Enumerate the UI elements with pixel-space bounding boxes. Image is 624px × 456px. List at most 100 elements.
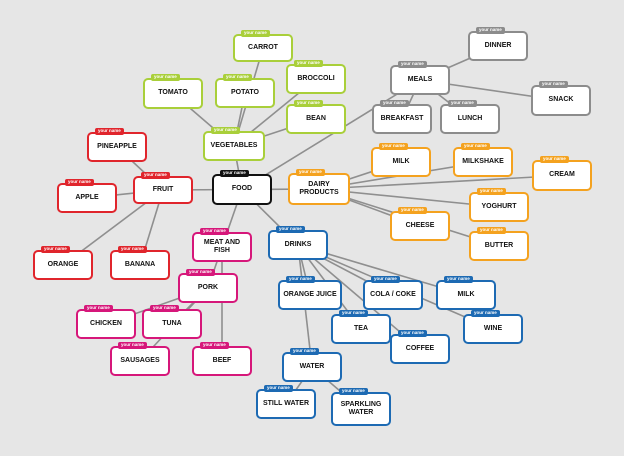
node-snack[interactable]: your name SNACK xyxy=(531,81,591,116)
name-tag: your name xyxy=(476,27,505,34)
node-water[interactable]: your name WATER xyxy=(282,348,342,382)
node-breakfast[interactable]: your name BREAKFAST xyxy=(372,100,432,134)
node-label: LUNCH xyxy=(457,114,483,122)
node-cream[interactable]: your name CREAM xyxy=(532,156,592,191)
node-label: TOMATO xyxy=(158,89,188,97)
name-tag: your name xyxy=(186,269,215,276)
node-coffee[interactable]: your name COFFEE xyxy=(390,330,450,364)
node-meals[interactable]: your name MEALS xyxy=(390,61,450,95)
node-label: WATER xyxy=(299,362,325,370)
node-broccoli[interactable]: your name BROCCOLI xyxy=(286,60,346,94)
node-tuna[interactable]: your name TUNA xyxy=(142,305,202,339)
node-label: WINE xyxy=(483,324,503,332)
node-label: CHICKEN xyxy=(90,319,122,327)
name-tag: your name xyxy=(398,330,427,337)
name-tag: your name xyxy=(539,81,568,88)
name-tag: your name xyxy=(296,169,325,176)
node-label: MILKSHAKE xyxy=(462,157,504,165)
node-sausages[interactable]: your name SAUSAGES xyxy=(110,342,170,376)
node-drinks[interactable]: your name DRINKS xyxy=(268,226,328,260)
node-label: COLA / COKE xyxy=(370,290,416,298)
name-tag: your name xyxy=(211,127,240,134)
node-pork[interactable]: your name PORK xyxy=(178,269,238,303)
name-tag: your name xyxy=(444,276,473,283)
node-label: ORANGE xyxy=(47,260,79,268)
name-tag: your name xyxy=(448,100,477,107)
node-label: SAUSAGES xyxy=(120,356,160,364)
name-tag: your name xyxy=(286,276,315,283)
node-label: CREAM xyxy=(549,171,575,179)
node-milk-dairy[interactable]: your name MILK xyxy=(371,143,431,177)
node-tea[interactable]: your name TEA xyxy=(331,310,391,344)
name-tag: your name xyxy=(294,60,323,67)
node-label: STILL WATER xyxy=(262,399,310,407)
name-tag: your name xyxy=(84,305,113,312)
name-tag: your name xyxy=(264,385,293,392)
name-tag: your name xyxy=(477,227,506,234)
name-tag: your name xyxy=(223,74,252,81)
node-orange[interactable]: your name ORANGE xyxy=(33,246,93,280)
name-tag: your name xyxy=(141,172,170,179)
node-label: DRINKS xyxy=(284,240,312,248)
name-tag: your name xyxy=(379,143,408,150)
node-label: MEAT AND FISH xyxy=(203,238,241,254)
node-orange-juice[interactable]: your name ORANGE JUICE xyxy=(278,276,342,310)
name-tag: your name xyxy=(150,305,179,312)
node-sparkling-water[interactable]: your name SPARKLING WATER xyxy=(331,388,391,426)
name-tag: your name xyxy=(398,61,427,68)
node-label: MILK xyxy=(392,157,410,165)
node-label: BROCCOLI xyxy=(297,74,335,82)
node-potato[interactable]: your name POTATO xyxy=(215,74,275,108)
node-vegetables[interactable]: your name VEGETABLES xyxy=(203,127,265,161)
name-tag: your name xyxy=(339,310,368,317)
node-beef[interactable]: your name BEEF xyxy=(192,342,252,376)
name-tag: your name xyxy=(200,342,229,349)
node-cola-coke[interactable]: your name COLA / COKE xyxy=(363,276,423,310)
node-fruit[interactable]: your name FRUIT xyxy=(133,172,193,204)
connector-food-meals xyxy=(241,79,421,191)
node-cheese[interactable]: your name CHEESE xyxy=(390,207,450,241)
node-label: SPARKLING WATER xyxy=(340,400,382,416)
node-label: MILK xyxy=(457,290,475,298)
node-label: YOGHURT xyxy=(481,202,517,210)
node-dinner[interactable]: your name DINNER xyxy=(468,27,528,61)
node-pineapple[interactable]: your name PINEAPPLE xyxy=(87,128,147,162)
node-butter[interactable]: your name BUTTER xyxy=(469,227,529,261)
name-tag: your name xyxy=(540,156,569,163)
node-chicken[interactable]: your name CHICKEN xyxy=(76,305,136,339)
node-wine[interactable]: your name WINE xyxy=(463,310,523,344)
node-carrot[interactable]: your name CARROT xyxy=(233,30,293,62)
name-tag: your name xyxy=(118,246,147,253)
node-yoghurt[interactable]: your name YOGHURT xyxy=(469,188,529,222)
node-food-center[interactable]: your name FOOD xyxy=(212,170,272,205)
node-apple[interactable]: your name APPLE xyxy=(57,179,117,213)
name-tag: your name xyxy=(339,388,368,395)
name-tag: your name xyxy=(461,143,490,150)
node-lunch[interactable]: your name LUNCH xyxy=(440,100,500,134)
node-label: ORANGE JUICE xyxy=(283,290,337,298)
node-label: BANANA xyxy=(124,260,156,268)
node-milkshake[interactable]: your name MILKSHAKE xyxy=(453,143,513,177)
node-dairy-products[interactable]: your name DAIRY PRODUCTS xyxy=(288,169,350,205)
node-label: FOOD xyxy=(231,185,253,193)
node-label: PINEAPPLE xyxy=(97,142,137,150)
node-milk-drinks[interactable]: your name MILK xyxy=(436,276,496,310)
node-label: BEEF xyxy=(212,356,232,364)
name-tag: your name xyxy=(276,226,305,233)
node-meat-and-fish[interactable]: your name MEAT AND FISH xyxy=(192,228,252,262)
name-tag: your name xyxy=(118,342,147,349)
node-label: BREAKFAST xyxy=(380,114,424,122)
node-label: APPLE xyxy=(75,193,99,201)
node-tomato[interactable]: your name TOMATO xyxy=(143,74,203,109)
node-banana[interactable]: your name BANANA xyxy=(110,246,170,280)
name-tag: your name xyxy=(200,228,229,235)
name-tag: your name xyxy=(290,348,319,355)
node-label: PORK xyxy=(197,283,219,291)
node-bean[interactable]: your name BEAN xyxy=(286,100,346,134)
connector-dairy-cream xyxy=(318,174,563,190)
node-label: SNACK xyxy=(548,96,574,104)
node-still-water[interactable]: your name STILL WATER xyxy=(256,385,316,419)
name-tag: your name xyxy=(471,310,500,317)
name-tag: your name xyxy=(151,74,180,81)
node-label: DINNER xyxy=(484,41,512,49)
